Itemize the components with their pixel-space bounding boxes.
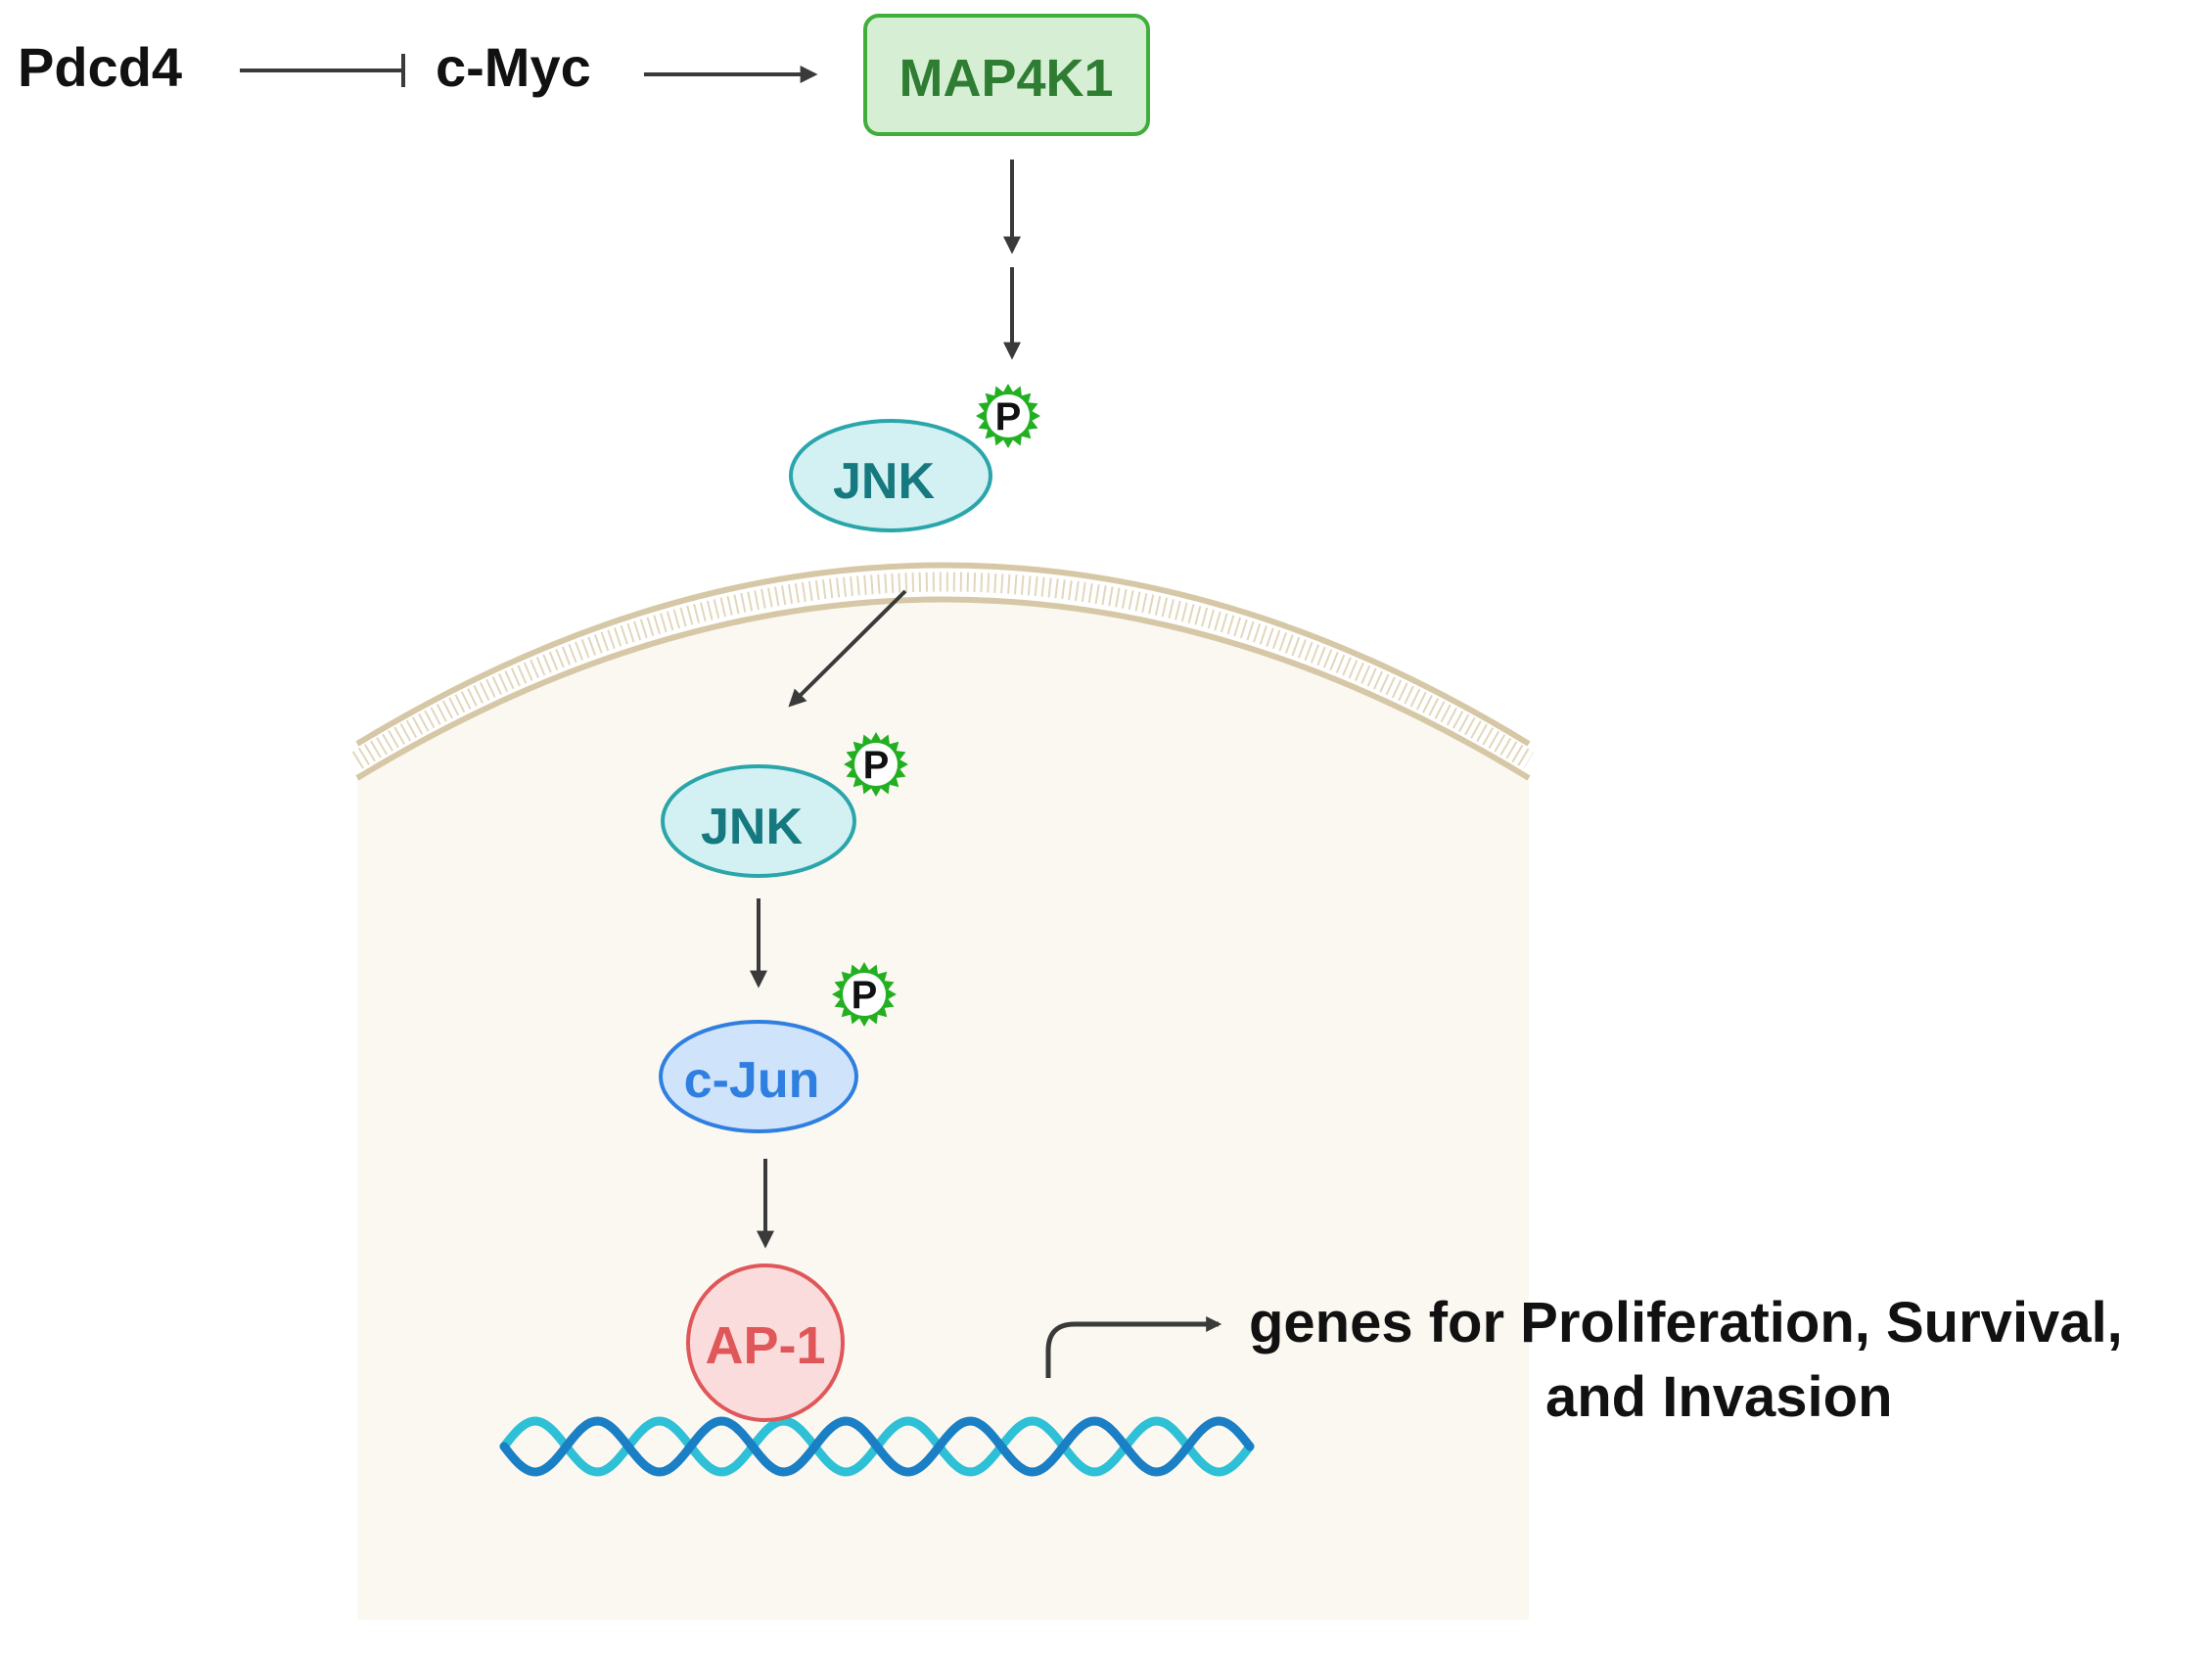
map4k1-node: MAP4K1 [863, 14, 1150, 136]
jnk-cytoplasm-label: JNK [833, 453, 935, 510]
pdcd4-label: Pdcd4 [18, 36, 182, 98]
phospho-label: P [995, 395, 1022, 438]
transcription-start-arrow [1045, 1315, 1222, 1378]
output-genes-line-2: and Invasion [1545, 1365, 1893, 1429]
phospho-disc [854, 743, 898, 786]
nuclear-membrane-inner [355, 596, 1531, 781]
arrow-jnk-to-nucleus [788, 589, 907, 708]
cjun-node: c-Jun [659, 1020, 858, 1133]
phospho-label: P [863, 744, 890, 787]
phospho-marker-jnk-nucleus: P [844, 732, 908, 797]
jnk-cytoplasm-node: JNK [789, 419, 992, 532]
map4k1-label: MAP4K1 [899, 49, 1113, 108]
dna-double-helix [499, 1416, 1255, 1477]
phospho-label: P [852, 974, 878, 1017]
nucleus-body [357, 599, 1529, 1620]
jnk-nucleus-node: JNK [661, 764, 856, 878]
nucleus [351, 562, 1535, 1620]
phospho-disc [843, 973, 886, 1016]
ap1-label: AP-1 [705, 1316, 825, 1375]
phospho-marker-jnk-cytoplasm: P [976, 384, 1040, 448]
output-genes-line-1: genes for Proliferation, Survival, [1249, 1291, 2123, 1355]
phospho-disc [987, 394, 1030, 437]
phospho-marker-cjun: P [832, 962, 897, 1027]
dna-strand-dark [499, 1416, 1255, 1477]
nuclear-membrane-outer [355, 562, 1531, 747]
ap1-node: AP-1 [686, 1263, 845, 1422]
cjun-label: c-Jun [684, 1052, 820, 1109]
inhibition-edge-pdcd4-cmyc [240, 54, 405, 87]
cmyc-label: c-Myc [436, 36, 591, 98]
jnk-nucleus-label: JNK [701, 799, 803, 855]
